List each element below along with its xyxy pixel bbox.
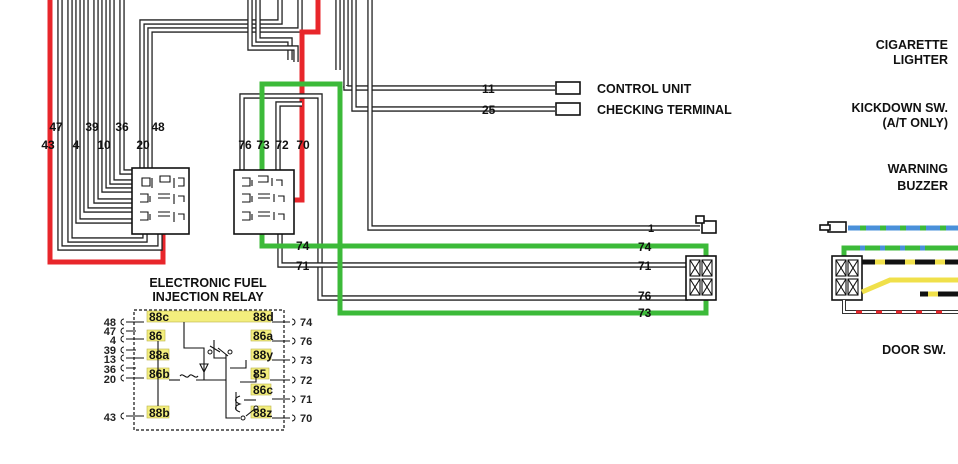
small-connector-1: 1 [648,215,717,235]
wire-label-25: 25 [482,103,496,117]
relay-title-line2: INJECTION RELAY [152,290,264,304]
control-unit-terminal: 11 25 CONTROL UNIT CHECKING TERMINAL [482,81,732,117]
wires-to-control-unit [343,0,700,231]
left-pin-36: 36 [104,364,116,376]
checking-terminal-label: CHECKING TERMINAL [597,103,732,117]
wire-label-48: 48 [151,120,165,134]
right-pin-74: 74 [300,317,313,329]
wire-label-71-left: 71 [296,259,310,273]
middle-connector [233,169,295,235]
wire-label-43: 43 [41,138,55,152]
middle-connector-wire-labels: 76 73 72 70 [238,138,310,152]
right-pin-73: 73 [300,355,312,367]
left-pin-39: 39 [104,345,116,357]
wire-label-39: 39 [85,120,99,134]
wire-label-4: 4 [73,138,80,152]
wire-label-20: 20 [136,138,150,152]
green-wires [259,81,709,316]
cigarette-lighter-label-2: LIGHTER [893,53,948,67]
wire-label-74-right: 74 [638,240,652,254]
relay-title-line1: ELECTRONIC FUEL [149,276,267,290]
wire-label-11: 11 [482,82,495,96]
wire-label-74-left: 74 [296,239,310,253]
pad-86 [146,329,166,342]
wire-label-70: 70 [296,138,310,152]
wire-label-76: 76 [238,138,252,152]
right-pin-72: 72 [300,375,312,387]
left-connector [131,167,190,235]
wire-label-73: 73 [256,138,270,152]
wire-label-72: 72 [275,138,289,152]
pad-label-85: 85 [253,367,267,381]
relay-right-pins: 74 76 73 72 71 70 [270,317,313,425]
relay-pad-labels: 88c 88d 86 86a 88a 88y 86b 85 86c 88b 88… [149,310,274,420]
right-pin-76: 76 [300,336,312,348]
warning-buzzer-label-1: WARNING [888,162,948,176]
wire-label-36: 36 [115,120,129,134]
relay-box [133,309,285,431]
right-pin-70: 70 [300,413,312,425]
right-labels: CIGARETTE LIGHTER KICKDOWN SW. (A/T ONLY… [851,38,948,357]
pad-86a [250,329,272,342]
kickdown-switch-label-1: KICKDOWN SW. [851,101,948,115]
pad-88y [250,348,272,361]
horizontal-wire-labels: 74 71 74 71 76 73 [296,239,652,320]
wire-label-76-right: 76 [638,289,652,303]
relay-title: ELECTRONIC FUEL INJECTION RELAY [149,276,267,304]
relay-left-pins: 48 47 4 39 13 36 20 43 [104,317,144,424]
left-pin-20: 20 [104,374,116,386]
left-pin-47: 47 [104,326,116,338]
pad-88c-88d [146,310,272,323]
pad-86c [250,383,272,396]
pad-label-88c: 88c [149,310,169,324]
left-pin-43: 43 [104,412,116,424]
pad-label-88z: 88z [253,406,272,420]
pad-label-86a: 86a [253,329,273,343]
kickdown-switch-label-2: (A/T ONLY) [882,116,948,130]
pad-label-88y: 88y [253,348,273,362]
wire-label-10: 10 [97,138,111,152]
pad-label-88b: 88b [149,406,170,420]
wire-label-73-right: 73 [638,306,652,320]
pad-label-86b: 86b [149,367,170,381]
pad-85 [250,367,270,380]
door-switch-wiring [819,221,958,314]
pad-label-86: 86 [149,329,163,343]
left-pin-4: 4 [110,335,117,347]
wire-label-1: 1 [648,223,654,235]
cigarette-lighter-label-1: CIGARETTE [876,38,948,52]
left-wire-bundle [57,0,303,251]
left-connector-wire-labels: 47 39 36 48 43 4 10 20 [41,120,165,152]
control-unit-label: CONTROL UNIT [597,82,692,96]
pad-label-88a: 88a [149,348,169,362]
middle-top-wires [247,0,349,203]
wire-label-71-right: 71 [638,259,652,273]
left-pin-13: 13 [104,354,116,366]
wire-label-47: 47 [49,120,63,134]
pad-label-88d: 88d [253,310,274,324]
red-wire-left [47,0,166,265]
left-pin-48: 48 [104,317,116,329]
warning-buzzer-label-2: BUZZER [897,179,948,193]
door-switch-label: DOOR SW. [882,343,946,357]
four-pin-connector [685,255,717,301]
pad-label-86c: 86c [253,383,273,397]
right-pin-71: 71 [300,394,312,406]
